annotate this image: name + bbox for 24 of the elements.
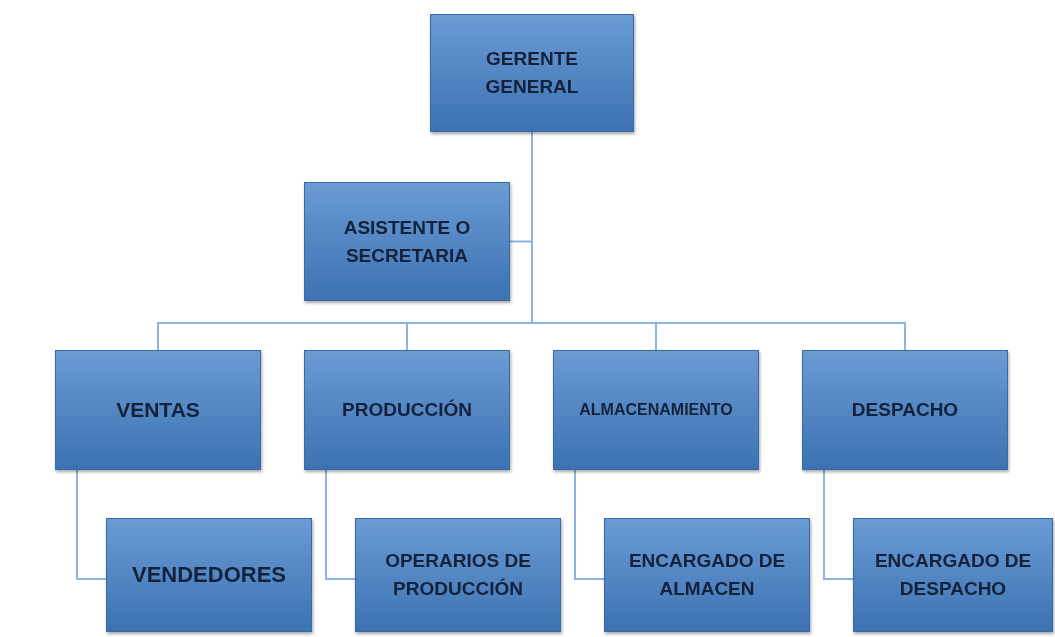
role-label: ALMACENAMIENTO — [579, 400, 733, 421]
org-box — [802, 350, 1008, 470]
org-box — [106, 518, 312, 632]
role-label: VENDEDORES — [131, 561, 286, 590]
org-box — [55, 350, 261, 470]
role-label: DESPACHO — [851, 398, 959, 423]
org-box — [604, 518, 810, 632]
connector-line — [325, 469, 356, 580]
role-label: OPERARIOS DE PRODUCCIÓN — [384, 549, 532, 601]
org-box — [304, 182, 510, 301]
org-box — [355, 518, 561, 632]
connector-line — [574, 469, 605, 580]
role-label: VENTAS — [116, 396, 200, 423]
org-box — [304, 350, 510, 470]
org-box — [430, 14, 634, 132]
role-label: ASISTENTE O SECRETARIA — [342, 215, 472, 268]
connector-line — [76, 469, 107, 580]
role-label: ENCARGADO DE DESPACHO — [873, 549, 1033, 601]
org-box — [853, 518, 1053, 632]
role-label: ENCARGADO DE ALMACEN — [627, 549, 787, 601]
org-box — [553, 350, 759, 470]
connector-line — [823, 469, 854, 580]
role-label: PRODUCCIÓN — [342, 398, 472, 423]
role-label: GERENTE GENERAL — [484, 47, 580, 99]
